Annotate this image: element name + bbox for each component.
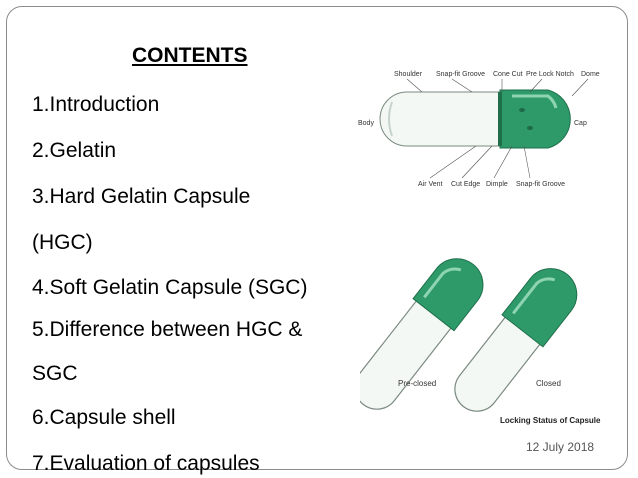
contents-title: CONTENTS: [132, 44, 248, 67]
contents-item-introduction: 1.Introduction: [32, 93, 160, 116]
label-dimple: Dimple: [486, 181, 508, 188]
slide-date: 12 July 2018: [526, 440, 595, 454]
pointer-lines: [406, 78, 589, 179]
capsule-body: [379, 91, 503, 147]
pre-closed-capsule: [360, 258, 484, 410]
locking-status-diagram: Pre-closed Closed Locking Status of Caps…: [360, 258, 601, 425]
label-snap-fit-groove-bottom: Snap-fit Groove: [516, 181, 565, 188]
label-air-vent: Air Vent: [418, 181, 443, 188]
contents-item-hgc: 3.Hard Gelatin Capsule: [32, 185, 251, 208]
locking-status-caption: Locking Status of Capsule: [500, 416, 601, 425]
label-cap: Cap: [574, 120, 587, 127]
label-shoulder: Shoulder: [394, 71, 423, 78]
label-cone-cut: Cone Cut: [493, 71, 523, 78]
contents-item-evaluation: 7.Evaluation of capsules: [32, 452, 260, 475]
contents-item-sgc: 4.Soft Gelatin Capsule (SGC): [32, 276, 308, 299]
capsule-cap: [498, 89, 571, 149]
label-snap-fit-groove-top: Snap-fit Groove: [436, 71, 485, 78]
contents-item-hgc-abbrev: (HGC): [32, 231, 93, 254]
label-pre-lock-notch: Pre Lock Notch: [526, 71, 574, 78]
closed-capsule: [454, 268, 578, 412]
label-cut-edge: Cut Edge: [451, 181, 480, 188]
label-dome: Dome: [581, 71, 600, 78]
contents-item-difference: 5.Difference between HGC &: [32, 318, 303, 341]
capsule-anatomy-diagram: Shoulder Snap-fit Groove Cone Cut Pre Lo…: [358, 71, 600, 188]
contents-item-difference-cont: SGC: [32, 362, 78, 385]
contents-item-gelatin: 2.Gelatin: [32, 139, 117, 162]
label-pre-closed: Pre-closed: [398, 379, 436, 388]
label-body: Body: [358, 120, 374, 127]
slide-frame: [6, 6, 628, 470]
contents-item-capsule-shell: 6.Capsule shell: [32, 406, 176, 429]
label-closed: Closed: [536, 379, 561, 388]
